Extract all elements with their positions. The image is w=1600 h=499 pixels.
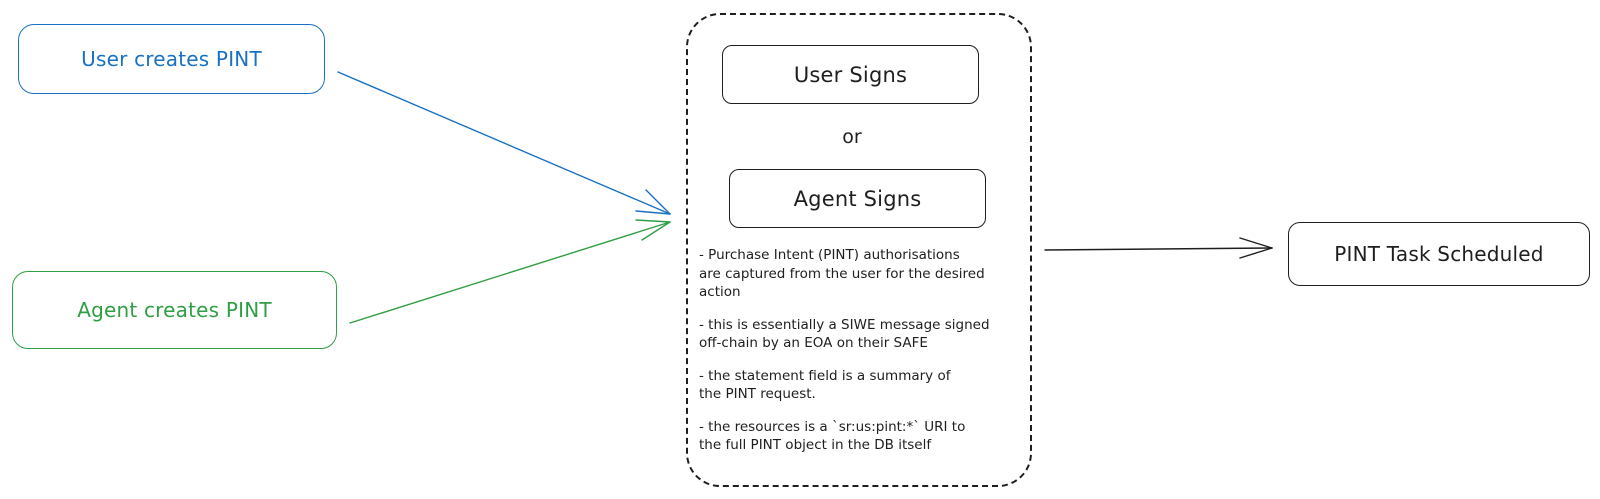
user-creates-pint-node: User creates PINT [18,24,325,94]
signing-group-container [686,13,1032,487]
user-signs-node: User Signs [722,45,979,104]
note-siwe-message: - this is essentially a SIWE message sig… [699,316,990,352]
user-signs-label: User Signs [793,62,908,87]
note-statement-field: - the statement field is a summary of th… [699,367,951,403]
arrow-user-to-signing [337,71,671,215]
agent-creates-pint-node: Agent creates PINT [12,271,337,349]
or-label: or [842,126,862,148]
pint-task-scheduled-node: PINT Task Scheduled [1288,222,1590,286]
note-pint-authorisations: - Purchase Intent (PINT) authorisations … [699,247,985,300]
note-resources-uri: - the resources is a `sr:us:pint:*` URI … [699,418,966,454]
pint-task-scheduled-label: PINT Task Scheduled [1334,242,1544,266]
arrow-signing-to-task [1044,237,1273,259]
user-creates-pint-label: User creates PINT [81,47,262,71]
arrow-agent-to-signing [349,219,671,324]
agent-creates-pint-label: Agent creates PINT [77,298,272,322]
agent-signs-node: Agent Signs [729,169,986,228]
agent-signs-label: Agent Signs [793,186,922,211]
signing-notes: - Purchase Intent (PINT) authorisations … [699,246,1029,469]
